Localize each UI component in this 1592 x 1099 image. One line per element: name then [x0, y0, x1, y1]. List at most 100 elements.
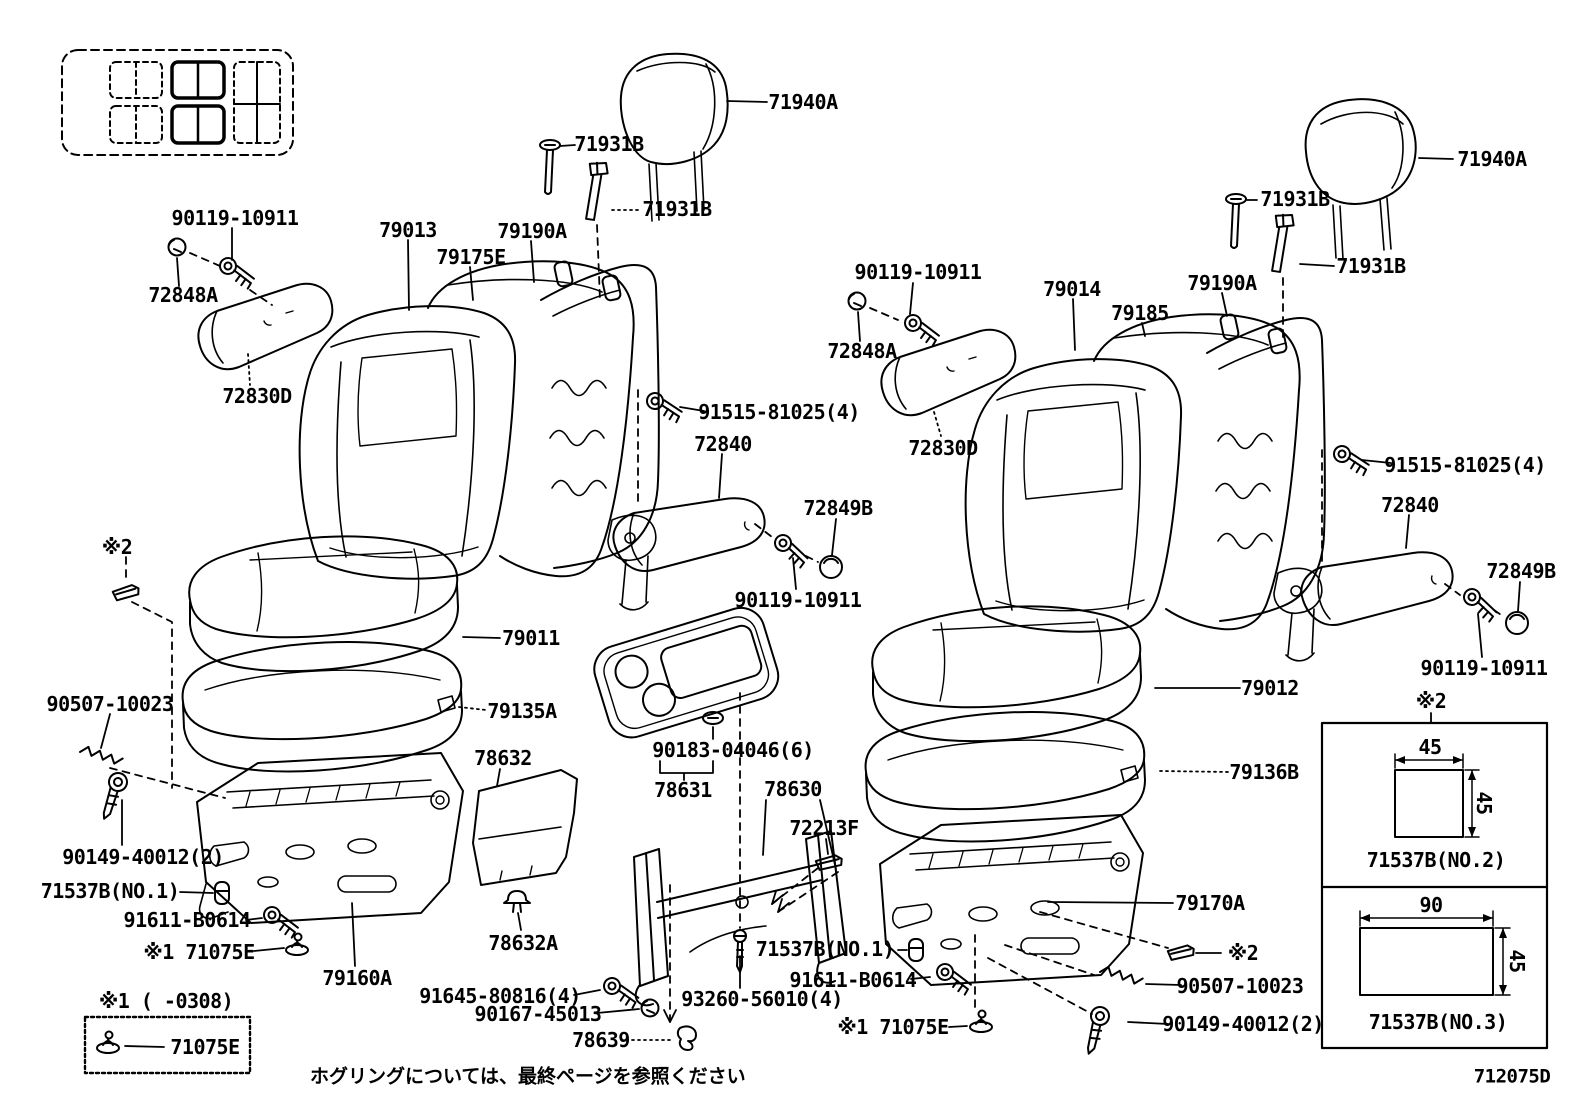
- part-label-71931B: 71931B: [642, 197, 712, 221]
- nut-icon-72848A: [847, 291, 867, 311]
- part-label-90119-10911: 90119-10911: [1420, 656, 1548, 680]
- part-label-71075E: ※1 71075E: [837, 1015, 949, 1039]
- cap-icon-72849B: [1505, 611, 1529, 635]
- right-seatback-frame-79190A: [1207, 314, 1325, 661]
- note-label-2: ※2: [101, 535, 133, 559]
- part-label-91515-81025: 91515-81025(4): [698, 400, 860, 424]
- screw-icon-90119: [768, 531, 814, 570]
- dimbox-note-2: ※2: [1415, 689, 1447, 713]
- part-label-72848A: 72848A: [148, 283, 218, 307]
- legend-box: [85, 1017, 250, 1073]
- part-label-71537B-no1: 71537B(NO.1): [755, 937, 895, 961]
- part-label-71940A: 71940A: [1457, 147, 1527, 171]
- part-label-72213F: 72213F: [789, 816, 859, 840]
- screw-icon-90149: [90, 768, 132, 822]
- right-armrest-72830D: [881, 330, 1015, 415]
- screw-icon-91515: [643, 390, 685, 424]
- footnote-text: ホグリングについては、最終ページを参照ください: [310, 1065, 746, 1088]
- part-label-78639: 78639: [572, 1028, 630, 1052]
- part-label-90119-10911: 90119-10911: [854, 260, 982, 284]
- clip-icon-note2: [111, 583, 141, 602]
- part-label-72849B: 72849B: [803, 496, 873, 520]
- headrest-support-bolt-icon: [581, 159, 611, 222]
- center-armrest-72840: [613, 498, 764, 571]
- screw-icon-90149: [1074, 1003, 1113, 1057]
- part-label-79185: 79185: [1111, 301, 1169, 325]
- part-label-79190A: 79190A: [1187, 271, 1257, 295]
- right-seatback-pad-79185: [1094, 314, 1300, 629]
- part-label-71931B: 71931B: [1260, 187, 1330, 211]
- window-switch-inset: [62, 50, 293, 155]
- dim-45-height: 45: [1472, 791, 1496, 815]
- headrest-support-bolt-icon: [539, 139, 561, 195]
- headrest-support-bolt-icon: [1267, 211, 1297, 274]
- cap-icon-72849B: [819, 555, 843, 579]
- left-headrest: [621, 54, 728, 221]
- grommet-icon-78632A: [503, 890, 531, 913]
- drawing-code: 712075D: [1473, 1065, 1551, 1088]
- right-cushion-79012: [872, 606, 1141, 741]
- part-label-71537B-no3: 71537B(NO.3): [1368, 1010, 1508, 1034]
- part-label-79190A: 79190A: [497, 219, 567, 243]
- part-label-79011: 79011: [502, 626, 560, 650]
- grommet-icon-71075E: [969, 1009, 993, 1033]
- grommet-icon-71075E: [285, 932, 309, 956]
- grommet-icon-71075E: [96, 1030, 120, 1054]
- part-label-71537B-no2: 71537B(NO.2): [1366, 848, 1506, 872]
- part-label-90167-45013: 90167-45013: [474, 1002, 602, 1026]
- part-label-90149-40012: 90149-40012(2): [1162, 1012, 1324, 1036]
- left-seatback-cover-79013: [300, 306, 515, 579]
- nut-icon-90167: [640, 998, 660, 1018]
- part-label-79136B: 79136B: [1229, 760, 1299, 784]
- left-seatback-frame-79190A: [541, 261, 659, 610]
- left-cushion-pad-79135A: [183, 642, 462, 772]
- note-label-2: ※2: [1227, 941, 1259, 965]
- part-label-93260-56010: 93260-56010(4): [681, 987, 843, 1011]
- part-label-79160A: 79160A: [322, 966, 392, 990]
- part-label-90183-04046: 90183-04046(6): [652, 738, 814, 762]
- part-label-72830D: 72830D: [222, 384, 292, 408]
- legend-part-71075E: 71075E: [170, 1035, 240, 1059]
- left-armrest-72830D: [198, 284, 332, 369]
- part-label-78631: 78631: [654, 778, 712, 802]
- screw-icon-91611: [259, 904, 303, 940]
- pad-dimension-boxes: [1322, 723, 1547, 1048]
- dim-90-width: 90: [1419, 893, 1443, 917]
- screw-icon-91611: [932, 961, 976, 997]
- clip-icon-note2: [1166, 943, 1196, 962]
- part-label-90119-10911: 90119-10911: [734, 588, 862, 612]
- part-label-91645-80816: 91645-80816(4): [419, 984, 581, 1008]
- part-label-79012: 79012: [1241, 676, 1299, 700]
- part-label-78632A: 78632A: [488, 931, 558, 955]
- right-seat-frame-79170A: [880, 815, 1143, 985]
- console-board-78632: [473, 770, 577, 885]
- clip-icon-71537B: [908, 938, 924, 962]
- console-tray-78631: [588, 602, 784, 743]
- part-label-71940A: 71940A: [768, 90, 838, 114]
- dim-45-width: 45: [1418, 735, 1442, 759]
- part-label-91611-B0614: 91611-B0614: [789, 968, 917, 992]
- part-label-71931B: 71931B: [574, 132, 644, 156]
- part-label-79013: 79013: [379, 218, 437, 242]
- dim-45-height: 45: [1505, 949, 1529, 973]
- part-label-90119-10911: 90119-10911: [171, 206, 299, 230]
- part-label-78632: 78632: [474, 746, 532, 770]
- part-label-90149-40012: 90149-40012(2): [62, 845, 224, 869]
- part-label-71537B-no1: 71537B(NO.1): [40, 879, 180, 903]
- part-label-72848A: 72848A: [827, 339, 897, 363]
- screw-icon-90119: [1457, 585, 1503, 624]
- part-label-90507-10023: 90507-10023: [1176, 974, 1304, 998]
- right-center-armrest-72840: [1301, 552, 1452, 625]
- part-label-78630: 78630: [764, 777, 822, 801]
- leader-lines: [101, 101, 1520, 1047]
- part-label-72840: 72840: [1381, 493, 1439, 517]
- screw-icon-90119: [215, 255, 259, 291]
- part-label-72830D: 72830D: [908, 436, 978, 460]
- headrest-support-bolt-icon: [1225, 193, 1247, 249]
- right-cushion-pad-79136B: [866, 712, 1145, 842]
- part-label-79170A: 79170A: [1175, 891, 1245, 915]
- right-headrest: [1306, 99, 1416, 259]
- legend-note: ※1 ( -0308): [98, 989, 234, 1013]
